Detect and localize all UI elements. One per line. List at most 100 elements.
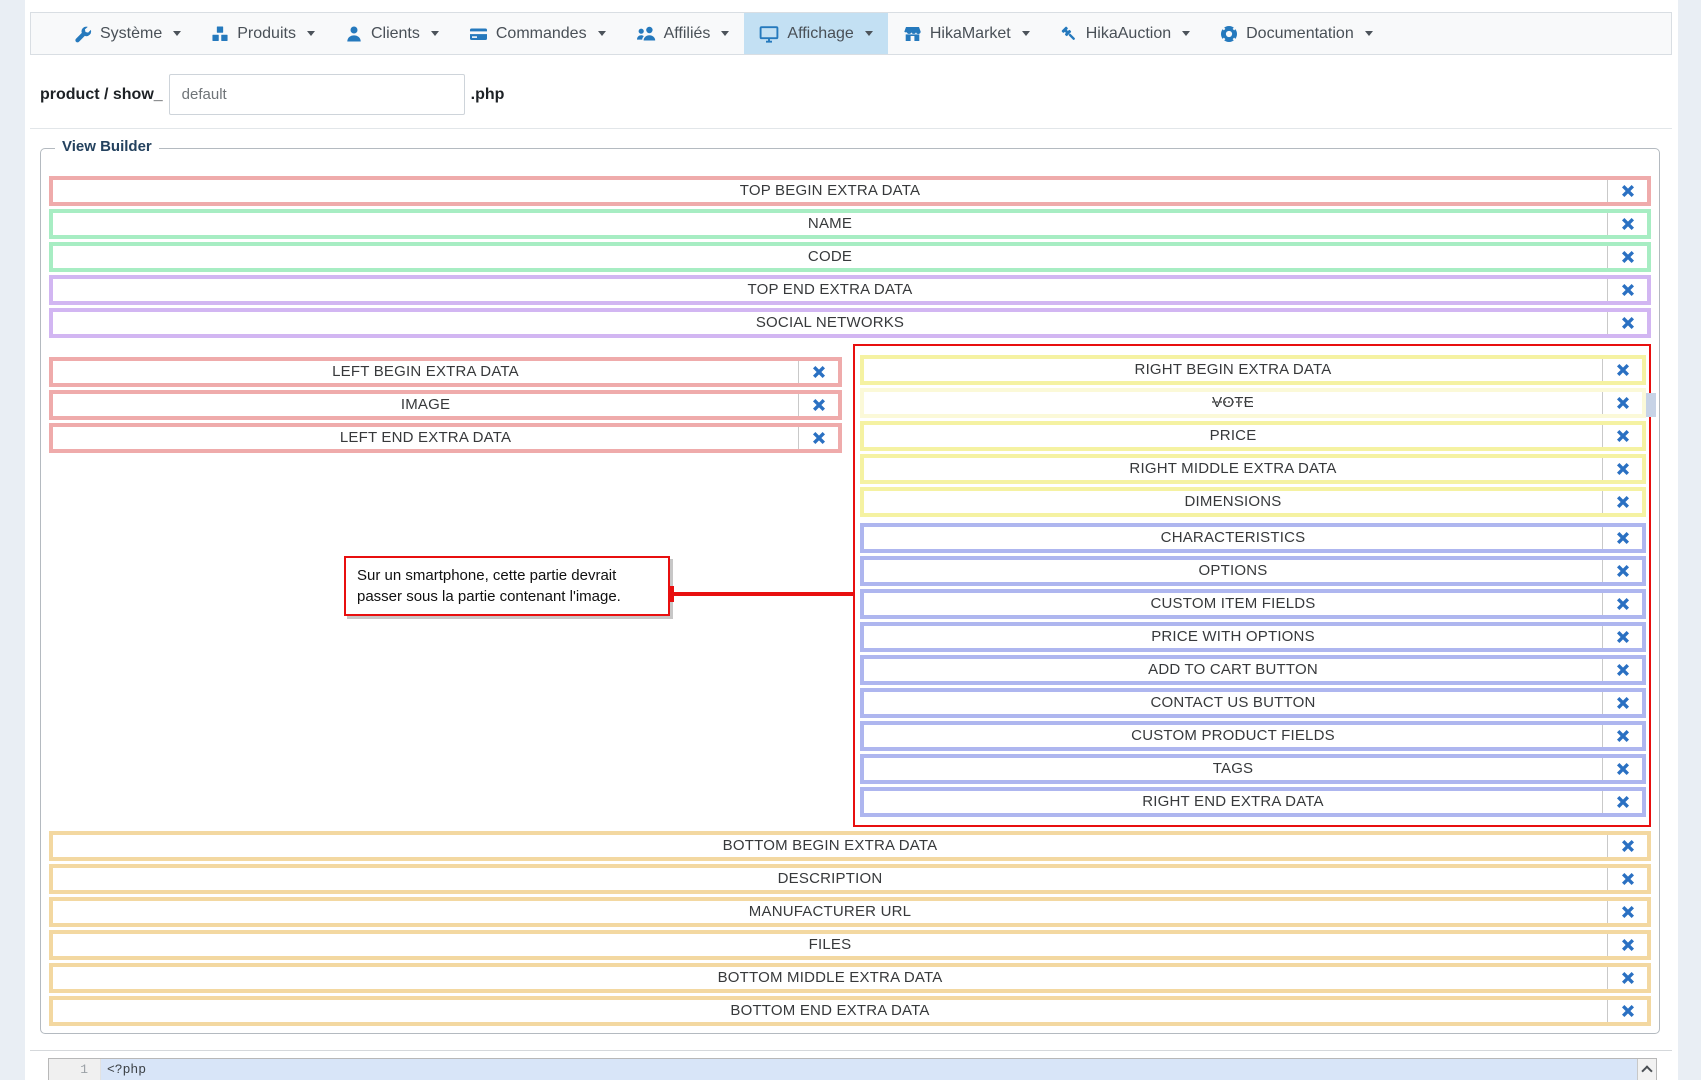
view-builder-row[interactable]: MANUFACTURER URL: [49, 897, 1651, 927]
view-builder-row[interactable]: RIGHT BEGIN EXTRA DATA: [860, 355, 1646, 385]
row-close-button[interactable]: [798, 427, 838, 449]
view-builder-row[interactable]: TAGS: [860, 754, 1646, 784]
row-label: MANUFACTURER URL: [748, 903, 912, 920]
row-label: CHARACTERISTICS: [1160, 529, 1306, 546]
row-close-button[interactable]: [1602, 359, 1642, 381]
row-close-button[interactable]: [1607, 901, 1647, 923]
row-close-button[interactable]: [1602, 491, 1642, 513]
nav-item-commandes[interactable]: Commandes: [454, 13, 621, 54]
view-builder-row[interactable]: FILES: [49, 930, 1651, 960]
view-builder-row[interactable]: BOTTOM MIDDLE EXTRA DATA: [49, 963, 1651, 993]
view-builder-row[interactable]: BOTTOM BEGIN EXTRA DATA: [49, 831, 1651, 861]
row-close-button[interactable]: [1607, 934, 1647, 956]
row-label: CONTACT US BUTTON: [1150, 694, 1316, 711]
editor-code-area[interactable]: <?php: [101, 1059, 1637, 1080]
view-builder-row[interactable]: TOP BEGIN EXTRA DATA: [49, 176, 1651, 206]
row-close-button[interactable]: [1607, 279, 1647, 301]
view-builder-row[interactable]: SOCIAL NETWORKS: [49, 308, 1651, 338]
close-icon: [1616, 630, 1629, 644]
nav-item-hikamarket[interactable]: HikaMarket: [888, 13, 1045, 54]
row-close-button[interactable]: [1607, 868, 1647, 890]
row-close-button[interactable]: [1602, 626, 1642, 648]
view-builder-row[interactable]: NAME: [49, 209, 1651, 239]
chevron-down-icon: [1182, 31, 1191, 36]
wrench-icon: [75, 26, 92, 42]
users-icon: [636, 26, 655, 40]
row-close-button[interactable]: [1602, 593, 1642, 615]
row-close-button[interactable]: [1602, 527, 1642, 549]
row-close-button[interactable]: [1607, 312, 1647, 334]
close-icon: [1616, 363, 1629, 377]
row-close-button[interactable]: [1602, 458, 1642, 480]
view-builder-panel: View Builder TOP BEGIN EXTRA DATA NAME C…: [40, 138, 1660, 1034]
close-icon: [1616, 564, 1629, 578]
code-line: <?php: [107, 1062, 147, 1077]
view-builder-row[interactable]: RIGHT MIDDLE EXTRA DATA: [860, 454, 1646, 484]
nav-item-systeme[interactable]: Système: [59, 13, 196, 54]
nav-item-hikaauction[interactable]: HikaAuction: [1045, 13, 1205, 54]
row-label: RIGHT MIDDLE EXTRA DATA: [1129, 460, 1337, 477]
view-builder-row[interactable]: PRICE WITH OPTIONS: [860, 622, 1646, 652]
row-close-button[interactable]: [1602, 392, 1642, 414]
row-close-button[interactable]: [1607, 246, 1647, 268]
close-icon: [1616, 597, 1629, 611]
row-label: PRICE WITH OPTIONS: [1151, 628, 1315, 645]
row-close-button[interactable]: [798, 394, 838, 416]
annotation-text: Sur un smartphone, cette partie devrait …: [357, 567, 621, 605]
view-builder-row[interactable]: PRICE: [860, 421, 1646, 451]
view-builder-row[interactable]: CHARACTERISTICS: [860, 523, 1646, 553]
nav-item-affichage[interactable]: Affichage: [744, 13, 888, 54]
row-close-button[interactable]: [1607, 180, 1647, 202]
bottom-rows: BOTTOM BEGIN EXTRA DATA DESCRIPTION MANU…: [49, 831, 1651, 1026]
view-builder-row[interactable]: TOP END EXTRA DATA: [49, 275, 1651, 305]
row-close-button[interactable]: [1602, 692, 1642, 714]
nav-item-documentation[interactable]: Documentation: [1205, 13, 1388, 54]
close-icon: [1616, 795, 1629, 809]
close-icon: [1616, 762, 1629, 776]
row-close-button[interactable]: [1602, 758, 1642, 780]
row-close-button[interactable]: [1602, 791, 1642, 813]
nav-item-clients[interactable]: Clients: [330, 13, 454, 54]
row-label: DIMENSIONS: [1184, 493, 1282, 510]
view-builder-row[interactable]: VOTE: [860, 388, 1656, 418]
chevron-down-icon: [430, 31, 439, 36]
credit-card-icon: [469, 28, 487, 40]
view-builder-row[interactable]: ADD TO CART BUTTON: [860, 655, 1646, 685]
user-icon: [347, 26, 361, 41]
row-label: CODE: [807, 248, 853, 265]
view-builder-row[interactable]: LEFT END EXTRA DATA: [49, 423, 842, 453]
view-builder-row[interactable]: CODE: [49, 242, 1651, 272]
close-icon: [1621, 938, 1634, 952]
nav-item-affilies[interactable]: Affiliés: [621, 13, 745, 54]
row-close-button[interactable]: [1602, 659, 1642, 681]
view-builder-row[interactable]: RIGHT END EXTRA DATA: [860, 787, 1646, 817]
view-builder-row[interactable]: BOTTOM END EXTRA DATA: [49, 996, 1651, 1026]
close-icon: [1621, 971, 1634, 985]
view-builder-row[interactable]: DESCRIPTION: [49, 864, 1651, 894]
close-icon: [1616, 729, 1629, 743]
left-column-rows: LEFT BEGIN EXTRA DATA IMAGE LEFT END EXT…: [49, 344, 842, 456]
row-close-button[interactable]: [798, 361, 838, 383]
two-column-zone: LEFT BEGIN EXTRA DATA IMAGE LEFT END EXT…: [49, 344, 1656, 827]
nav-item-produits[interactable]: Produits: [196, 13, 330, 54]
view-builder-row[interactable]: CUSTOM ITEM FIELDS: [860, 589, 1646, 619]
file-path-bar: product / show_ .php: [40, 74, 504, 115]
view-builder-row[interactable]: OPTIONS: [860, 556, 1646, 586]
view-builder-row[interactable]: DIMENSIONS: [860, 487, 1646, 517]
close-icon: [812, 431, 825, 445]
row-close-button[interactable]: [1607, 835, 1647, 857]
row-close-button[interactable]: [1607, 1000, 1647, 1022]
row-close-button[interactable]: [1607, 967, 1647, 989]
view-builder-row[interactable]: CUSTOM PRODUCT FIELDS: [860, 721, 1646, 751]
row-close-button[interactable]: [1607, 213, 1647, 235]
store-icon: [904, 26, 921, 41]
view-builder-row[interactable]: CONTACT US BUTTON: [860, 688, 1646, 718]
row-close-button[interactable]: [1602, 725, 1642, 747]
editor-scrollbar[interactable]: [1637, 1059, 1656, 1080]
row-close-button[interactable]: [1602, 560, 1642, 582]
highlight-rectangle: RIGHT BEGIN EXTRA DATA VOTE PRICE RIGHT …: [853, 344, 1656, 827]
view-builder-row[interactable]: LEFT BEGIN EXTRA DATA: [49, 357, 842, 387]
view-name-input[interactable]: [168, 74, 465, 115]
row-close-button[interactable]: [1602, 425, 1642, 447]
view-builder-row[interactable]: IMAGE: [49, 390, 842, 420]
